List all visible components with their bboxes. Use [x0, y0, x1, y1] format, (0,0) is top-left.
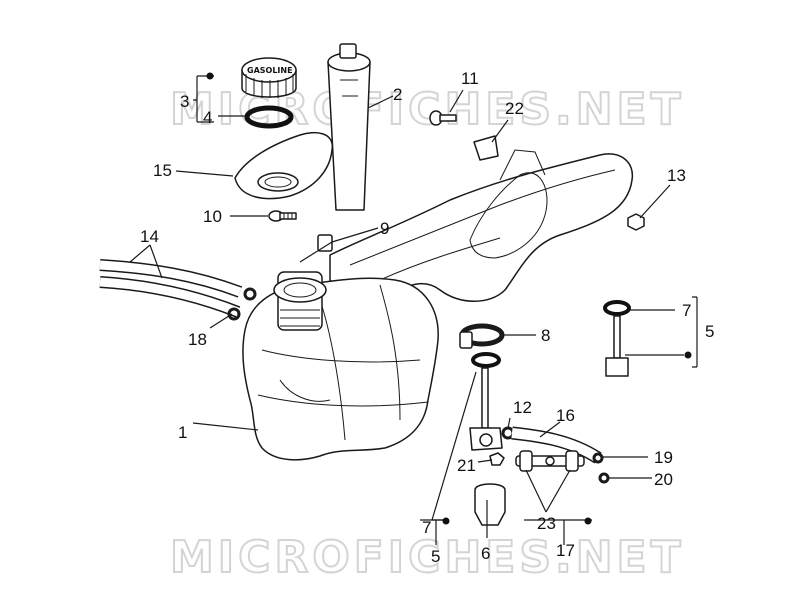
callout-4: 4 — [203, 108, 212, 127]
breather-hoses[interactable] — [99, 259, 243, 318]
callout-22: 22 — [505, 99, 524, 118]
clip-19[interactable] — [592, 452, 604, 464]
screw-10[interactable] — [268, 210, 297, 222]
fuel-hose[interactable] — [511, 426, 602, 464]
callout-8: 8 — [541, 326, 550, 345]
oring-lower[interactable] — [471, 352, 501, 368]
holder-6[interactable] — [474, 483, 506, 526]
callout-11: 11 — [461, 69, 479, 88]
callout-16: 16 — [556, 406, 575, 425]
nut-21[interactable] — [489, 452, 505, 466]
callout-5-right: 5 — [705, 322, 714, 341]
clip-12[interactable] — [501, 426, 515, 440]
callout-19: 19 — [654, 448, 673, 467]
callout-17: 17 — [556, 541, 575, 560]
screw-11[interactable] — [429, 110, 457, 126]
clip-9[interactable] — [317, 234, 333, 252]
callout-2: 2 — [393, 85, 402, 104]
callout-12: 12 — [513, 398, 532, 417]
tank-clamp[interactable] — [459, 323, 505, 349]
clip-20[interactable] — [598, 472, 610, 484]
hose-clamps-18[interactable] — [227, 287, 257, 321]
callout-14: 14 — [140, 227, 159, 246]
callout-13: 13 — [667, 166, 686, 185]
callout-20: 20 — [654, 470, 673, 489]
filler-neck — [273, 271, 327, 331]
filler-tube[interactable] — [327, 43, 371, 211]
watermark-bottom: MICROFICHES.NET — [170, 532, 685, 583]
callouts: 1 2 3 4 5 5 6 7 7 8 9 10 11 12 13 14 15 … — [140, 69, 714, 566]
fuel-tap[interactable] — [469, 367, 503, 451]
fuel-sender[interactable] — [603, 300, 631, 377]
fuel-cap[interactable]: GASOLINE — [241, 57, 297, 98]
callout-15: 15 — [153, 161, 172, 180]
splash-tray[interactable] — [234, 131, 333, 200]
hose-fitting[interactable] — [515, 450, 585, 472]
cap-gasket[interactable] — [244, 105, 294, 129]
fuel-tank[interactable] — [242, 277, 439, 461]
leader-lines — [129, 75, 698, 545]
callout-6: 6 — [481, 544, 490, 563]
callout-10: 10 — [203, 207, 222, 226]
callout-23: 23 — [537, 514, 556, 533]
callout-7-bottom: 7 — [422, 518, 431, 537]
cap-label: GASOLINE — [247, 66, 293, 75]
bullet-markers — [206, 72, 692, 525]
callout-18: 18 — [188, 330, 207, 349]
callout-7-right: 7 — [682, 301, 691, 320]
callout-21: 21 — [457, 456, 476, 475]
callout-5-bottom: 5 — [431, 547, 440, 566]
callout-1: 1 — [178, 423, 187, 442]
callout-3: 3 — [180, 92, 189, 111]
callout-9: 9 — [380, 219, 389, 238]
